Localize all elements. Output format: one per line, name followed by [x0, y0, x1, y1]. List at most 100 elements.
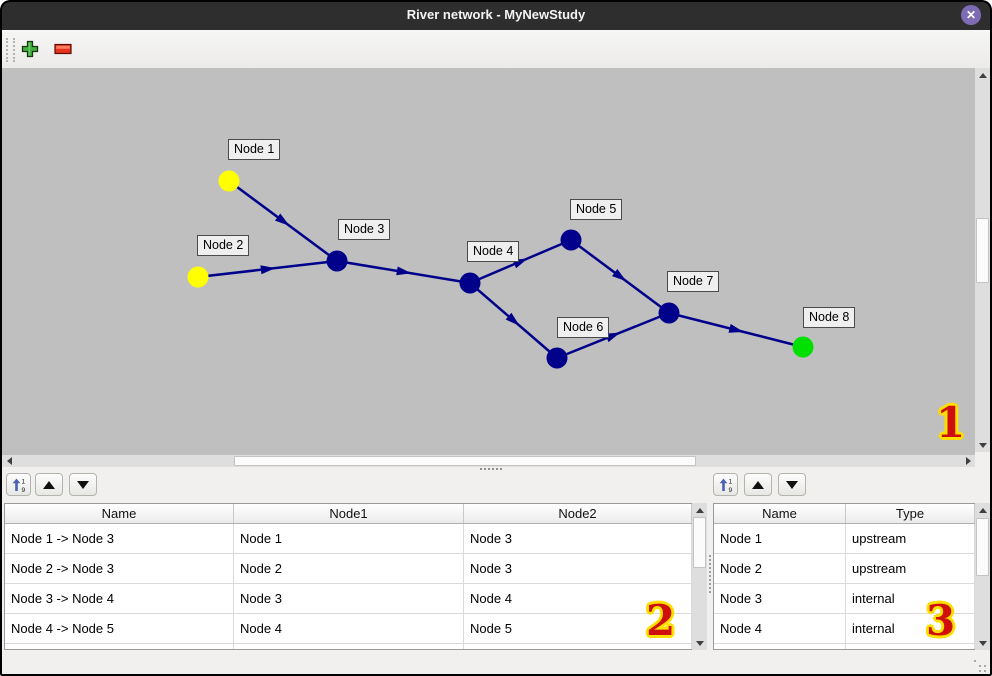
nodes-table-scrollbar[interactable]: [975, 503, 990, 650]
table-cell[interactable]: Node 3: [234, 584, 464, 613]
node-circle-n5[interactable]: [560, 229, 582, 251]
table-cell[interactable]: [464, 644, 692, 649]
table-cell[interactable]: internal: [846, 584, 975, 613]
annotation-3: 3: [926, 596, 956, 645]
close-button[interactable]: ✕: [961, 5, 981, 25]
table-cell[interactable]: Node 3: [714, 584, 846, 613]
nodes-sort-button[interactable]: 1 9: [713, 473, 738, 496]
remove-node-button[interactable]: [50, 36, 76, 62]
table-cell[interactable]: upstream: [846, 554, 975, 583]
link-arrow: [728, 324, 744, 333]
node-circle-n2[interactable]: [187, 266, 209, 288]
up-arrow-icon: [752, 480, 764, 489]
table-cell[interactable]: Node 1: [714, 524, 846, 553]
scroll-right-arrow[interactable]: [961, 455, 975, 467]
svg-text:1: 1: [728, 478, 732, 485]
horizontal-splitter[interactable]: [2, 467, 990, 473]
links-table-scrollbar[interactable]: [692, 503, 707, 650]
nodes-move-down-button[interactable]: [778, 473, 806, 496]
table-cell[interactable]: [846, 644, 975, 649]
add-plus-icon: [21, 40, 39, 58]
node-circle-n6[interactable]: [546, 347, 568, 369]
link-arrow: [612, 269, 627, 282]
status-bar: [2, 651, 990, 674]
scrollbar-thumb[interactable]: [976, 218, 989, 283]
table-cell[interactable]: Node 4 -> Node 5: [5, 614, 234, 643]
node-circle-n7[interactable]: [658, 302, 680, 324]
scroll-left-arrow[interactable]: [2, 455, 16, 467]
scroll-up-arrow[interactable]: [975, 503, 990, 517]
node-label-n7: Node 7: [667, 271, 720, 292]
scroll-down-arrow[interactable]: [975, 636, 990, 650]
svg-text:1: 1: [21, 478, 25, 485]
node-label-n3: Node 3: [338, 219, 391, 240]
canvas-horizontal-scrollbar[interactable]: [2, 455, 975, 467]
table-cell[interactable]: [234, 644, 464, 649]
scrollbar-thumb[interactable]: [976, 518, 989, 576]
window-title: River network - MyNewStudy: [406, 7, 586, 22]
sort-ascending-icon: 1 9: [719, 478, 732, 493]
titlebar[interactable]: River network - MyNewStudy ✕: [0, 0, 992, 30]
scroll-down-arrow[interactable]: [692, 636, 707, 650]
table-cell[interactable]: Node 4: [464, 584, 692, 613]
column-header: Type: [846, 504, 975, 523]
links-move-down-button[interactable]: [69, 473, 97, 496]
sort-ascending-icon: 1 9: [12, 478, 25, 493]
table-row[interactable]: [5, 644, 692, 649]
table-cell[interactable]: Node 3: [464, 524, 692, 553]
table-cell[interactable]: Node 5: [464, 614, 692, 643]
table-cell[interactable]: Node 3 -> Node 4: [5, 584, 234, 613]
node-circle-n8[interactable]: [792, 336, 814, 358]
table-cell[interactable]: Node 3: [464, 554, 692, 583]
annotation-1: 1: [936, 398, 966, 447]
node-circle-n3[interactable]: [326, 250, 348, 272]
add-node-button[interactable]: [17, 36, 43, 62]
remove-minus-icon: [54, 43, 72, 55]
table-cell[interactable]: internal: [846, 614, 975, 643]
resize-grip[interactable]: [974, 660, 976, 662]
table-cell[interactable]: Node 4: [714, 614, 846, 643]
canvas-vertical-scrollbar[interactable]: [975, 68, 990, 452]
table-cell[interactable]: upstream: [846, 524, 975, 553]
table-cell[interactable]: Node 1: [234, 524, 464, 553]
table-cell[interactable]: Node 1 -> Node 3: [5, 524, 234, 553]
table-cell[interactable]: Node 2: [714, 554, 846, 583]
down-arrow-icon: [77, 480, 89, 489]
scrollbar-thumb[interactable]: [693, 517, 706, 568]
scrollbar-thumb[interactable]: [234, 456, 696, 466]
scroll-up-arrow[interactable]: [975, 68, 990, 82]
scroll-down-arrow[interactable]: [975, 438, 990, 452]
table-cell[interactable]: Node 2: [234, 554, 464, 583]
nodes-move-up-button[interactable]: [744, 473, 772, 496]
links-move-up-button[interactable]: [35, 473, 63, 496]
node-label-n2: Node 2: [197, 235, 250, 256]
links-sort-button[interactable]: 1 9: [6, 473, 31, 496]
column-header: Node2: [464, 504, 692, 523]
table-cell[interactable]: Node 4: [234, 614, 464, 643]
node-circle-n4[interactable]: [459, 272, 481, 294]
main-toolbar: [0, 30, 992, 69]
scroll-up-arrow[interactable]: [692, 503, 707, 517]
table-cell[interactable]: Node 2 -> Node 3: [5, 554, 234, 583]
up-arrow-icon: [43, 480, 55, 489]
svg-text:9: 9: [728, 487, 732, 493]
node-circle-n1[interactable]: [218, 170, 240, 192]
node-label-n4: Node 4: [467, 241, 520, 262]
toolbar-drag-handle[interactable]: [6, 38, 15, 62]
table-row[interactable]: [714, 644, 975, 649]
splitter-dots: [709, 555, 713, 593]
table-cell[interactable]: [5, 644, 234, 649]
table-cell[interactable]: [714, 644, 846, 649]
